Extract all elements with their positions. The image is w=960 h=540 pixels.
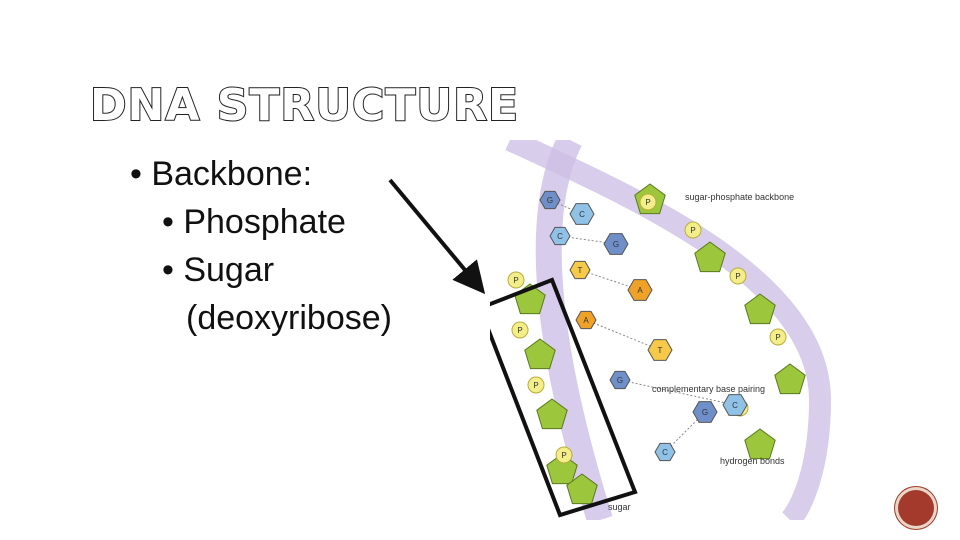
phosphate-label: P <box>533 381 538 390</box>
label-backbone: sugar-phosphate backbone <box>685 192 794 202</box>
bullet-deoxyribose: (deoxyribose) <box>186 299 392 337</box>
phosphate-right-0 <box>639 193 657 211</box>
base-letter: A <box>637 286 643 295</box>
phosphate-left-0 <box>507 271 525 289</box>
phosphate-label: P <box>517 326 522 335</box>
base-G <box>609 370 631 390</box>
pointer-arrow <box>388 178 486 295</box>
base-letter: C <box>579 210 585 219</box>
base-G <box>539 190 561 210</box>
page-number-badge <box>898 490 934 526</box>
base-T <box>569 260 591 280</box>
label-pairing: complementary base pairing <box>652 384 765 394</box>
base-pairs: G C C G T A A T G C C G <box>539 190 748 462</box>
base-A <box>627 279 653 301</box>
label-hbonds: hydrogen bonds <box>720 456 785 466</box>
phosphate-right-1 <box>684 221 702 239</box>
bullet-phosphate: • Phosphate <box>162 203 346 241</box>
sugar-left-2 <box>536 398 568 430</box>
base-A <box>575 310 597 330</box>
base-letter: G <box>547 196 553 205</box>
bullet-sugar: • Sugar <box>162 251 275 289</box>
base-letter: G <box>613 240 619 249</box>
base-letter: G <box>702 408 708 417</box>
helix-ribbon-back <box>505 140 832 520</box>
highlight-box <box>490 277 638 518</box>
base-T <box>647 339 673 361</box>
base-letter: T <box>658 346 663 355</box>
phosphate-label: P <box>735 272 740 281</box>
base-letter: A <box>583 316 589 325</box>
hydrogen-bond <box>585 319 661 351</box>
phosphate-label: P <box>690 226 695 235</box>
sugar-right-3 <box>774 363 806 395</box>
phosphate-label: P <box>775 333 780 342</box>
phosphate-left-1 <box>511 321 529 339</box>
base-C <box>549 226 571 246</box>
base-letter: T <box>578 266 583 275</box>
base-C <box>569 203 595 225</box>
phosphate-right-3 <box>769 328 787 346</box>
phosphate-right-2 <box>729 267 747 285</box>
base-G <box>692 401 718 423</box>
bullet-list: • Backbone: • Phosphate • Sugar (deoxyri… <box>130 150 392 342</box>
base-letter: G <box>617 376 623 385</box>
slide-title: DNA STRUCTURE <box>89 79 520 132</box>
bullet-backbone: • Backbone: <box>130 155 313 193</box>
base-letter: C <box>732 401 738 410</box>
phosphate-left-3 <box>555 446 573 464</box>
helix-ribbon-front <box>535 140 613 520</box>
phosphate-label: P <box>645 198 650 207</box>
sugar-left-3 <box>546 453 578 485</box>
base-G <box>603 233 629 255</box>
sugar-left-1 <box>524 338 556 370</box>
sugar-right-4 <box>744 428 776 460</box>
phosphate-left-2 <box>527 376 545 394</box>
phosphate-label: P <box>513 276 518 285</box>
base-letter: C <box>662 448 668 457</box>
sugar-right-2 <box>744 293 776 325</box>
phosphate-label: P <box>561 451 566 460</box>
base-letter: C <box>557 232 563 241</box>
sugar-right-1 <box>694 241 726 273</box>
sugar-left-4 <box>566 473 598 505</box>
base-C <box>722 394 748 416</box>
label-sugar: sugar <box>608 502 631 512</box>
base-C <box>654 442 676 462</box>
